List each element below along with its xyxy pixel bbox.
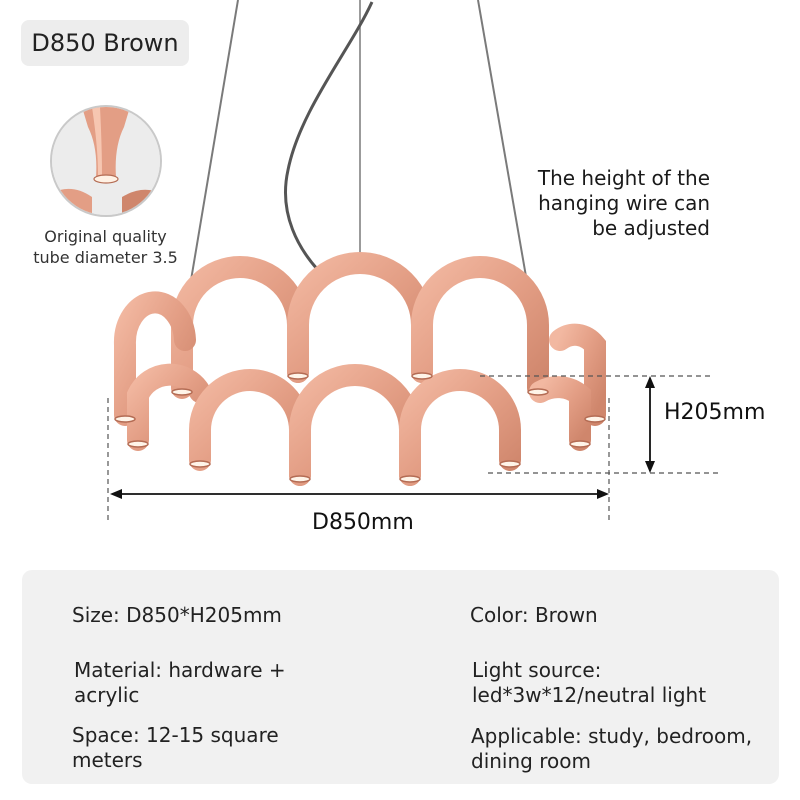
spec-size-line1: Size: D850*H205mm — [72, 603, 282, 627]
spec-applicable-line1: Applicable: study, bedroom, — [471, 724, 753, 748]
tube-diameter-caption: Original quality tube diameter 3.5 — [18, 226, 193, 268]
dimension-guides — [107, 375, 720, 520]
suspension-wires — [187, 0, 529, 299]
variant-tag: D850 Brown — [21, 20, 189, 66]
spec-panel: Size: D850*H205mm Color: Brown Material:… — [22, 570, 779, 784]
spec-material: Material: hardware + acrylic — [74, 658, 286, 708]
diameter-dimension-label: D850mm — [312, 510, 414, 535]
product-illustration — [107, 0, 720, 520]
wire-note-line3: be adjusted — [592, 216, 710, 240]
wire-note-line2: hanging wire can — [538, 191, 710, 215]
spec-color-line1: Color: Brown — [470, 603, 598, 627]
spec-material-line2: acrylic — [74, 683, 140, 707]
tube-caption-line1: Original quality — [44, 227, 167, 246]
spec-light-source-line2: led*3w*12/neutral light — [472, 683, 707, 707]
spec-light-source-line1: Light source: — [472, 658, 602, 682]
spec-applicable: Applicable: study, bedroom, dining room — [471, 724, 752, 774]
spec-space-line2: meters — [72, 748, 143, 772]
wire-note-line1: The height of the — [537, 166, 710, 190]
spec-space-line1: Space: 12-15 square — [72, 723, 279, 747]
spec-color: Color: Brown — [470, 603, 598, 628]
spec-light-source: Light source: led*3w*12/neutral light — [472, 658, 706, 708]
led-openings — [114, 372, 606, 483]
height-dimension-arrow — [645, 376, 655, 473]
lamp-back-arches — [113, 252, 606, 426]
spec-size: Size: D850*H205mm — [72, 603, 282, 628]
tube-caption-line2: tube diameter 3.5 — [33, 248, 178, 267]
spec-space: Space: 12-15 square meters — [72, 723, 279, 773]
height-dimension-label: H205mm — [664, 400, 766, 425]
tube-closeup-image — [50, 105, 162, 217]
wire-adjust-note: The height of the hanging wire can be ad… — [470, 166, 710, 241]
spec-applicable-line2: dining room — [471, 749, 591, 773]
lamp-front-arches — [127, 363, 591, 486]
diameter-dimension-arrow — [110, 489, 609, 499]
spec-material-line1: Material: hardware + — [74, 658, 286, 682]
